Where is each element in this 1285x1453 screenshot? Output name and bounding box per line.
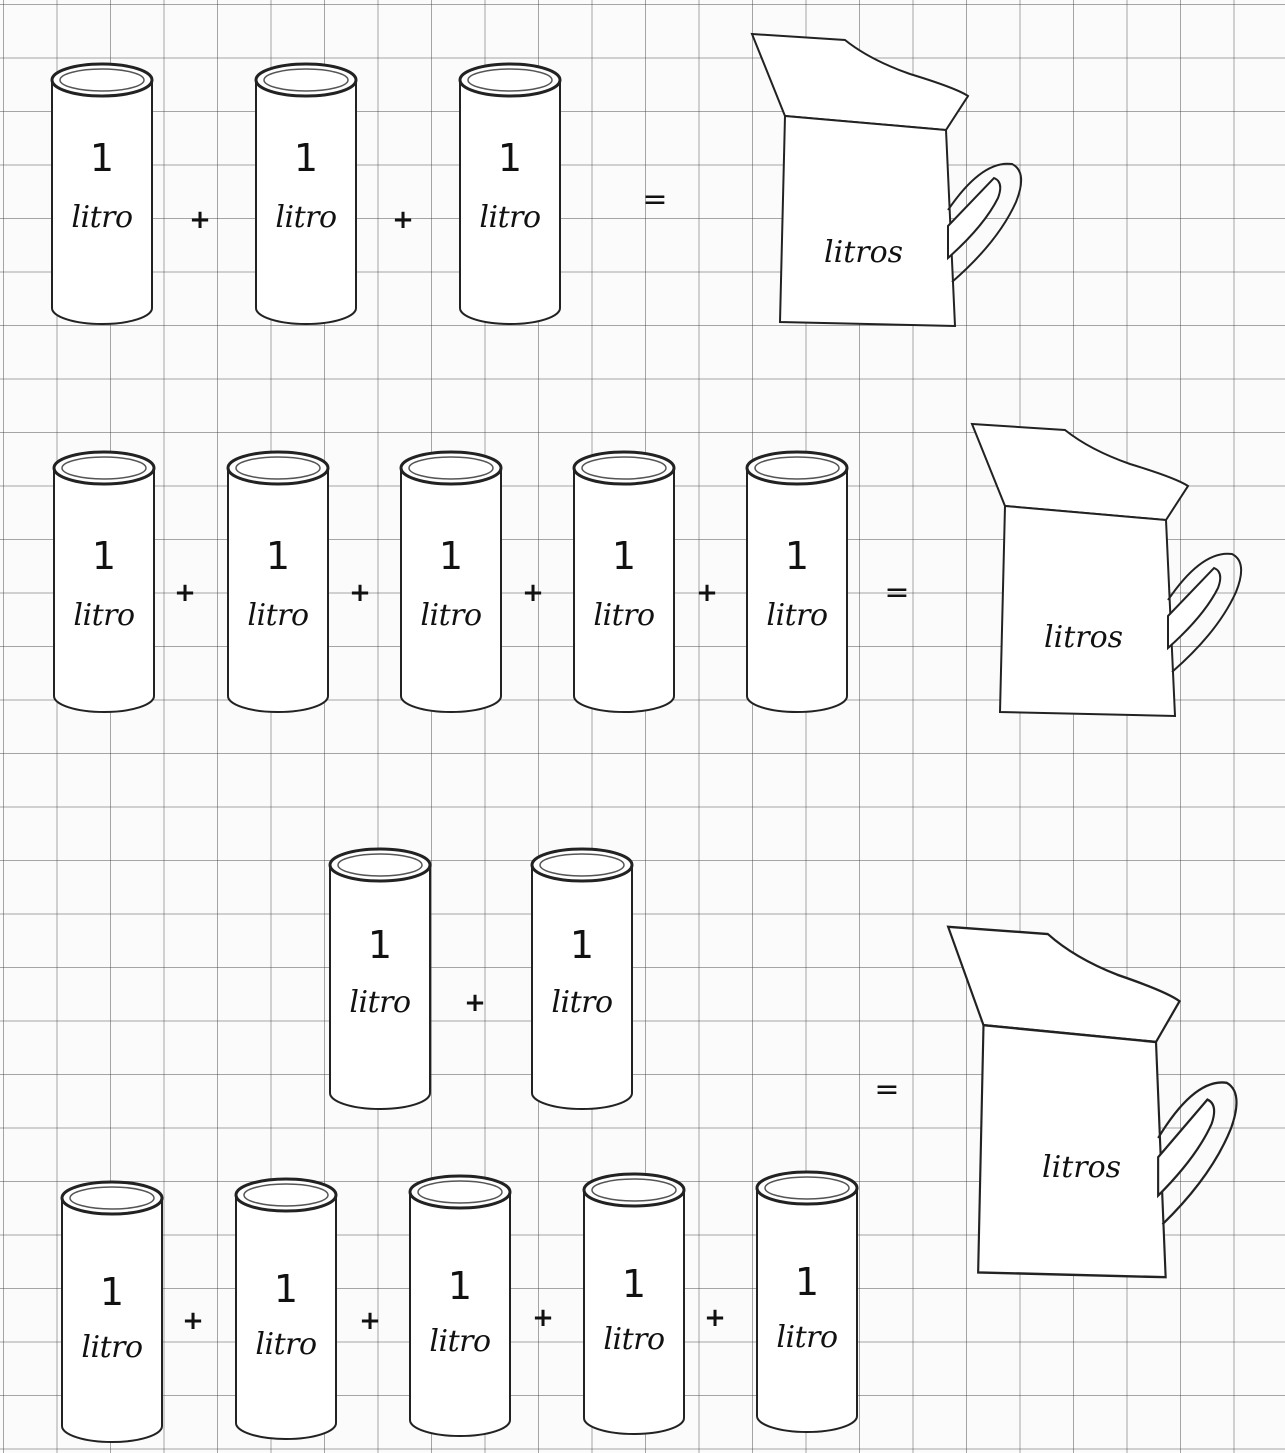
- liter-cylinder: 1 litro: [458, 60, 562, 328]
- liter-cylinder: 1 litro: [254, 60, 358, 328]
- cylinder-number: 1: [755, 1260, 859, 1304]
- jug-label: litros: [1042, 1150, 1121, 1185]
- cylinder-unit: litro: [755, 1320, 859, 1355]
- cylinder-unit: litro: [50, 200, 154, 235]
- cylinder-number: 1: [328, 923, 432, 967]
- cylinder-unit: litro: [60, 1330, 164, 1365]
- cylinder-unit: litro: [530, 985, 634, 1020]
- plus-sign: +: [355, 1306, 385, 1336]
- cylinder-number: 1: [408, 1264, 512, 1308]
- cylinder-icon: [458, 60, 562, 328]
- liter-cylinder: 1 litro: [399, 448, 503, 716]
- cylinder-number: 1: [50, 136, 154, 180]
- cylinder-number: 1: [530, 923, 634, 967]
- cylinder-number: 1: [458, 136, 562, 180]
- plus-sign: +: [170, 578, 200, 608]
- cylinder-icon: [50, 60, 154, 328]
- cylinder-number: 1: [52, 534, 156, 578]
- cylinder-unit: litro: [328, 985, 432, 1020]
- liter-cylinder: 1 litro: [530, 845, 634, 1113]
- jug-icon: [946, 922, 1246, 1282]
- liter-cylinder: 1 litro: [234, 1175, 338, 1443]
- jug-label: litros: [824, 235, 903, 270]
- jug: litros: [946, 922, 1246, 1282]
- liter-cylinder: 1 litro: [328, 845, 432, 1113]
- cylinder-number: 1: [399, 534, 503, 578]
- cylinder-unit: litro: [399, 598, 503, 633]
- liter-cylinder: 1 litro: [226, 448, 330, 716]
- plus-sign: +: [692, 578, 722, 608]
- cylinder-icon: [328, 845, 432, 1113]
- cylinder-icon: [530, 845, 634, 1113]
- liter-cylinder: 1 litro: [60, 1178, 164, 1446]
- liter-cylinder: 1 litro: [572, 448, 676, 716]
- cylinder-icon: [572, 448, 676, 716]
- cylinder-number: 1: [60, 1270, 164, 1314]
- cylinder-number: 1: [254, 136, 358, 180]
- liter-cylinder: 1 litro: [745, 448, 849, 716]
- liter-cylinder: 1 litro: [50, 60, 154, 328]
- liter-cylinder: 1 litro: [582, 1170, 686, 1438]
- liter-cylinder: 1 litro: [755, 1168, 859, 1436]
- cylinder-unit: litro: [745, 598, 849, 633]
- cylinder-number: 1: [572, 534, 676, 578]
- cylinder-number: 1: [226, 534, 330, 578]
- cylinder-unit: litro: [572, 598, 676, 633]
- plus-sign: +: [518, 578, 548, 608]
- jug: litros: [750, 30, 1030, 330]
- cylinder-unit: litro: [52, 598, 156, 633]
- cylinder-icon: [745, 448, 849, 716]
- jug: litros: [970, 420, 1250, 720]
- cylinder-icon: [226, 448, 330, 716]
- cylinder-icon: [399, 448, 503, 716]
- plus-sign: +: [528, 1303, 558, 1333]
- equals-sign: =: [872, 1072, 902, 1107]
- plus-sign: +: [388, 205, 418, 235]
- jug-icon: [750, 30, 1030, 330]
- cylinder-icon: [52, 448, 156, 716]
- cylinder-unit: litro: [234, 1327, 338, 1362]
- cylinder-icon: [254, 60, 358, 328]
- jug-icon: [970, 420, 1250, 720]
- plus-sign: +: [345, 578, 375, 608]
- plus-sign: +: [185, 205, 215, 235]
- cylinder-number: 1: [234, 1267, 338, 1311]
- cylinder-unit: litro: [582, 1322, 686, 1357]
- cylinder-number: 1: [582, 1262, 686, 1306]
- liter-cylinder: 1 litro: [408, 1172, 512, 1440]
- plus-sign: +: [460, 988, 490, 1018]
- cylinder-unit: litro: [226, 598, 330, 633]
- cylinder-unit: litro: [254, 200, 358, 235]
- plus-sign: +: [700, 1303, 730, 1333]
- cylinder-unit: litro: [408, 1324, 512, 1359]
- jug-label: litros: [1044, 620, 1123, 655]
- plus-sign: +: [178, 1306, 208, 1336]
- equals-sign: =: [882, 575, 912, 610]
- equals-sign: =: [640, 182, 670, 217]
- liter-cylinder: 1 litro: [52, 448, 156, 716]
- cylinder-number: 1: [745, 534, 849, 578]
- cylinder-unit: litro: [458, 200, 562, 235]
